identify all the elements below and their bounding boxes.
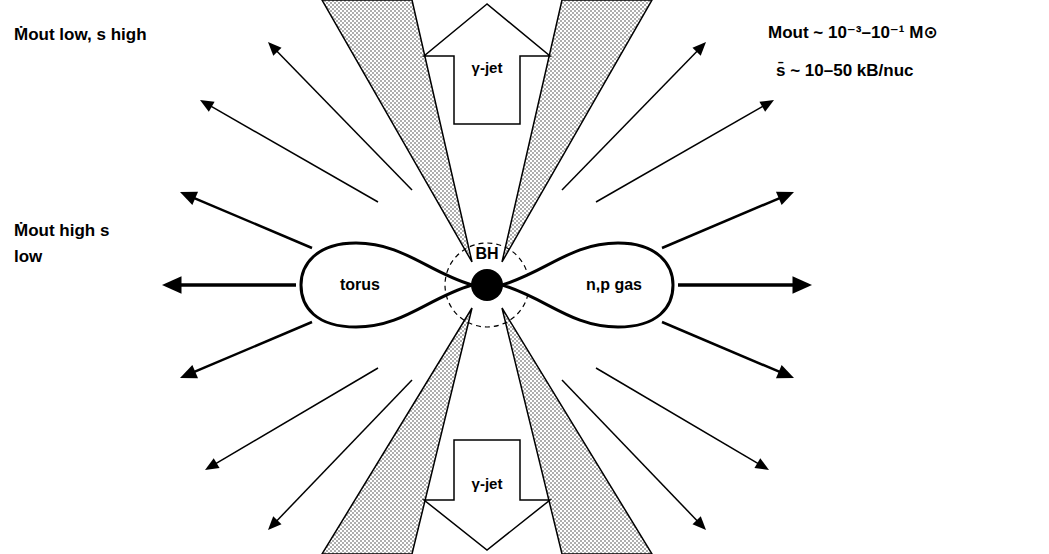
outflow-line: [211, 106, 378, 202]
arrowhead: [693, 516, 706, 530]
outflow-line: [596, 106, 763, 202]
arrowhead: [268, 516, 281, 530]
outflow-note: Ṁout low, s high: [14, 22, 274, 48]
arrowhead: [776, 365, 794, 378]
jet-shape: [424, 4, 550, 124]
node-label: BH: [475, 245, 498, 263]
arrowhead: [180, 365, 198, 378]
torus-lobe: torus: [298, 240, 474, 330]
arrowhead: [793, 276, 813, 294]
node-label: torus: [340, 276, 380, 294]
jet-shape: [424, 440, 550, 550]
outflow-line: [662, 198, 780, 248]
node-label: γ-jet: [472, 59, 503, 76]
arrowhead: [692, 42, 706, 56]
node-label: γ-jet: [472, 475, 503, 492]
entropy-note: s̄ ~ 10–50 kB/nuc: [776, 58, 1041, 84]
arrowhead: [776, 192, 794, 205]
outflow-line: [662, 322, 780, 372]
torus-lobe-outline: [298, 240, 474, 330]
outflow-line: [277, 51, 412, 190]
outflow-line: [194, 322, 312, 372]
arrowhead: [200, 100, 215, 112]
outflow-line: [216, 368, 378, 464]
arrowhead: [754, 458, 769, 470]
outflow-line: [596, 368, 758, 464]
arrowhead: [162, 276, 182, 294]
torus-lobe: n,p gas: [500, 240, 676, 330]
label-anchor: s̄ ~ 10–50 kB/nuc: [776, 58, 1041, 84]
outflow-line: [181, 283, 297, 287]
jet-arrow: γ-jet: [422, 440, 552, 552]
outflow-line: [562, 51, 697, 190]
lobe-shape: [301, 243, 472, 327]
arrowhead: [180, 192, 198, 205]
mass-note: Mout ~ 10⁻³–10⁻¹ M⊙: [768, 20, 1043, 46]
label-anchor: Mout ~ 10⁻³–10⁻¹ M⊙: [768, 20, 1043, 46]
arrowhead: [205, 458, 220, 470]
shaded-cones: [322, 0, 652, 554]
lobe-shape: [502, 243, 673, 327]
jet-arrow-outline: [422, 440, 552, 552]
outflow-line: [194, 198, 312, 248]
label-anchor: Ṁout high s low: [14, 218, 110, 269]
outflow-line: [277, 380, 412, 521]
jet-arrow: γ-jet: [422, 2, 552, 126]
outflow-line: [678, 283, 794, 287]
outflow-line: [562, 380, 697, 521]
label-anchor: Ṁout low, s high: [14, 22, 274, 48]
node-label: n,p gas: [586, 276, 642, 294]
arrowhead: [759, 100, 774, 112]
outflow-note: Ṁout high s low: [14, 218, 110, 269]
arrowhead: [268, 42, 282, 56]
